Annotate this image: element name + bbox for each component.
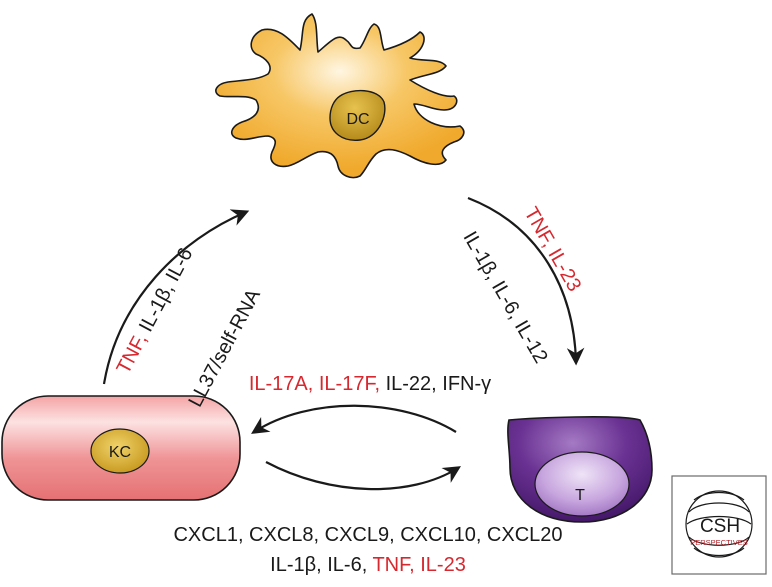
dna-helix-icon (685, 490, 753, 558)
keratinocyte-nucleus (90, 428, 150, 474)
arrow-dc-to-t (467, 196, 585, 366)
arrow-kc-to-t (265, 461, 461, 491)
t-cell-label: T (575, 487, 585, 504)
label-t-to-kc: IL-17A, IL-17F, IL-22, IFN-γ (249, 373, 491, 395)
label-kc-to-dc: TNF, IL-1β, IL-6 LL37/self-RNA (113, 244, 266, 410)
dendritic-cell-label: DC (346, 111, 369, 128)
dendritic-cell-nucleus (329, 89, 386, 141)
label-kc-to-t-line1: CXCL1, CXCL8, CXCL9, CXCL10, CXCL20 (173, 524, 562, 546)
label-dc-to-t: IL-1β, IL-6, IL-12 TNF, IL-23 (459, 203, 586, 367)
keratinocyte: KC (1, 395, 241, 501)
keratinocyte-label: KC (109, 444, 131, 461)
label-kc-to-t-line2: IL-1β, IL-6, TNF, IL-23 (270, 554, 466, 576)
label-dc-to-t-line2: TNF, IL-23 (520, 203, 586, 295)
csh-perspectives-logo: CSH PERSPECTIVES (671, 475, 767, 575)
arrow-t-to-kc (251, 404, 457, 434)
label-kc-to-dc-line1: TNF, IL-1β, IL-6 (113, 244, 198, 377)
logo-main-text: CSH (700, 516, 740, 537)
t-cell-inner (534, 451, 630, 517)
arrow-kc-to-dc (102, 209, 250, 385)
t-cell: T (507, 416, 653, 523)
logo-sub-text: PERSPECTIVES (690, 538, 748, 547)
dendritic-cell: DC (215, 13, 465, 179)
